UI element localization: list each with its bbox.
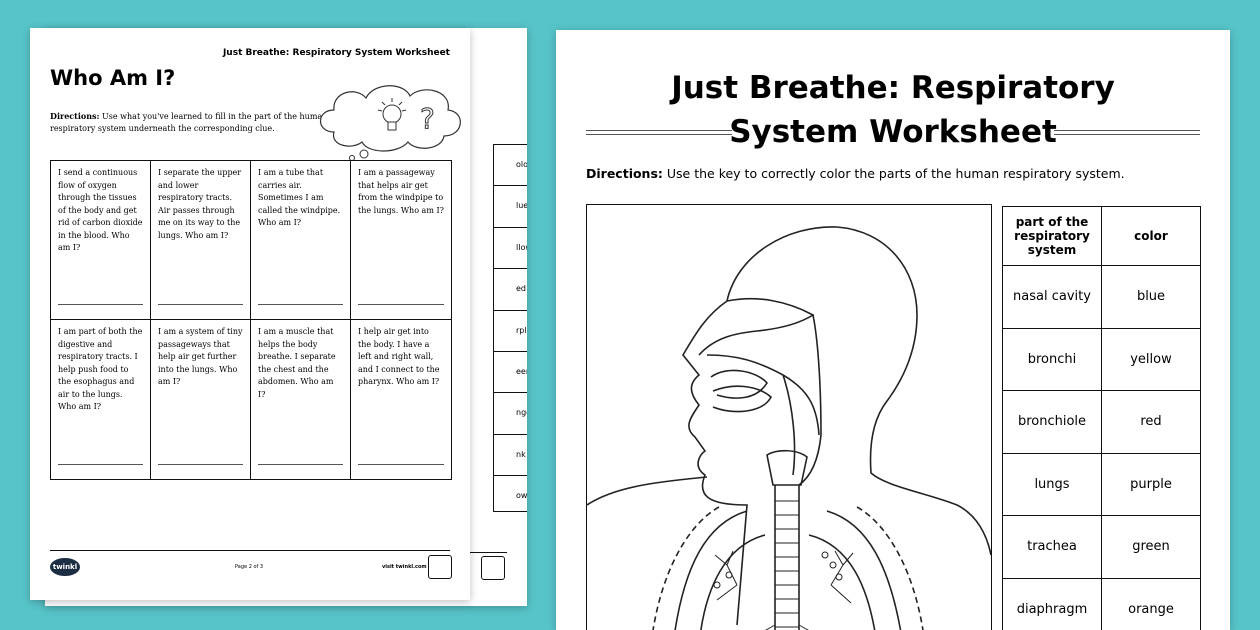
badge-icon xyxy=(481,556,505,580)
page-number: Page 2 of 3 xyxy=(235,564,264,570)
back-color-table: olor lue llow ed rple een nge nk own xyxy=(493,144,527,512)
directions: Directions: Use the key to correctly col… xyxy=(586,166,1125,181)
clue-text: I am a system of tiny passageways that h… xyxy=(158,327,243,386)
clue-text: I help air get into the body. I have a l… xyxy=(358,327,440,386)
key-header-color: color xyxy=(1134,229,1168,243)
directions-text: Use the key to correctly color the parts… xyxy=(662,166,1125,181)
clue-text: I separate the upper and lower respirato… xyxy=(158,168,242,240)
directions-label: Directions: xyxy=(50,111,100,121)
color-key-table: part of the respiratory system color nas… xyxy=(1002,206,1201,630)
key-row: bronchiole red xyxy=(1003,391,1200,454)
answer-line[interactable] xyxy=(158,304,243,305)
svg-text:?: ? xyxy=(420,102,435,135)
respiratory-system-illustration xyxy=(586,226,992,630)
coloring-worksheet-page: Just Breathe: Respiratory System Workshe… xyxy=(556,30,1230,630)
key-header-part: part of the respiratory system xyxy=(1003,207,1102,265)
clue-text: I am a passageway that helps air get fro… xyxy=(358,168,444,215)
key-color: blue xyxy=(1136,289,1166,305)
back-table-cell: llow xyxy=(494,228,527,270)
back-table-header: olor xyxy=(494,145,527,187)
clue-cell: I separate the upper and lower respirato… xyxy=(151,161,251,320)
clue-cell: I help air get into the body. I have a l… xyxy=(351,320,451,479)
title-rule-right xyxy=(1054,130,1200,135)
clue-cell: I am a system of tiny passageways that h… xyxy=(151,320,251,479)
title-line-1: Just Breathe: Respiratory xyxy=(671,70,1115,106)
key-part: lungs xyxy=(1003,453,1102,515)
clue-text: I am part of both the digestive and resp… xyxy=(58,327,143,411)
clue-cell: I am a tube that carries air. Sometimes … xyxy=(251,161,351,320)
clue-cell: I send a continuous flow of oxygen throu… xyxy=(51,161,151,320)
page-title: Who Am I? xyxy=(50,66,176,90)
key-row: bronchi yellow xyxy=(1003,328,1200,391)
answer-line[interactable] xyxy=(158,464,243,465)
key-color: yellow xyxy=(1130,351,1172,367)
clue-text: I send a continuous flow of oxygen throu… xyxy=(58,168,143,252)
key-part: diaphragm xyxy=(1003,578,1102,630)
key-part: nasal cavity xyxy=(1003,266,1102,328)
key-part: bronchi xyxy=(1003,328,1102,390)
clue-text: I am a tube that carries air. Sometimes … xyxy=(258,168,341,227)
worksheet-title: Just Breathe: Respiratory System Workshe… xyxy=(556,66,1230,154)
answer-line[interactable] xyxy=(258,464,343,465)
key-color: purple xyxy=(1130,476,1172,492)
page-footer xyxy=(50,550,450,551)
key-row: lungs purple xyxy=(1003,453,1200,516)
key-row: nasal cavity blue xyxy=(1003,266,1200,329)
clue-cell: I am a passageway that helps air get fro… xyxy=(351,161,451,320)
thought-cloud-icon: ? xyxy=(319,85,461,160)
back-table-cell: own xyxy=(516,491,527,501)
key-row: trachea green xyxy=(1003,516,1200,579)
key-part: bronchiole xyxy=(1003,391,1102,453)
directions-label: Directions: xyxy=(586,166,663,181)
key-header-row: part of the respiratory system color xyxy=(1003,207,1200,266)
twinkl-logo: twinkl xyxy=(50,558,80,576)
directions: Directions: Use what you've learned to f… xyxy=(50,110,340,135)
clue-cell: I am a muscle that helps the body breath… xyxy=(251,320,351,479)
back-table-cell: nge xyxy=(494,393,527,435)
title-line-2: System Worksheet xyxy=(729,114,1057,150)
answer-line[interactable] xyxy=(258,304,343,305)
clue-text: I am a muscle that helps the body breath… xyxy=(258,327,336,399)
answer-line[interactable] xyxy=(58,304,143,305)
answer-line[interactable] xyxy=(358,304,444,305)
footer-url: visit twinkl.com xyxy=(382,564,427,570)
badge-icon xyxy=(428,555,452,579)
key-color: orange xyxy=(1128,601,1174,617)
page-header: Just Breathe: Respiratory System Workshe… xyxy=(222,48,450,58)
back-table-cell: rple xyxy=(494,311,527,352)
clue-cell: I am part of both the digestive and resp… xyxy=(51,320,151,479)
key-color: green xyxy=(1132,539,1170,555)
key-color: red xyxy=(1140,414,1162,430)
respiratory-diagram xyxy=(586,204,992,630)
back-table-cell: lue xyxy=(494,186,527,228)
clue-grid: I send a continuous flow of oxygen throu… xyxy=(50,160,452,480)
answer-line[interactable] xyxy=(58,464,143,465)
directions-text: Use what you've learned to fill in the p… xyxy=(50,112,328,133)
key-part: trachea xyxy=(1003,516,1102,578)
key-row: diaphragm orange xyxy=(1003,578,1200,630)
back-table-cell: een xyxy=(494,352,527,394)
who-am-i-page: Just Breathe: Respiratory System Workshe… xyxy=(30,28,470,600)
answer-line[interactable] xyxy=(358,464,444,465)
title-rule-left xyxy=(586,130,732,135)
back-table-cell: ed xyxy=(494,269,527,311)
back-table-cell: nk xyxy=(494,435,527,477)
